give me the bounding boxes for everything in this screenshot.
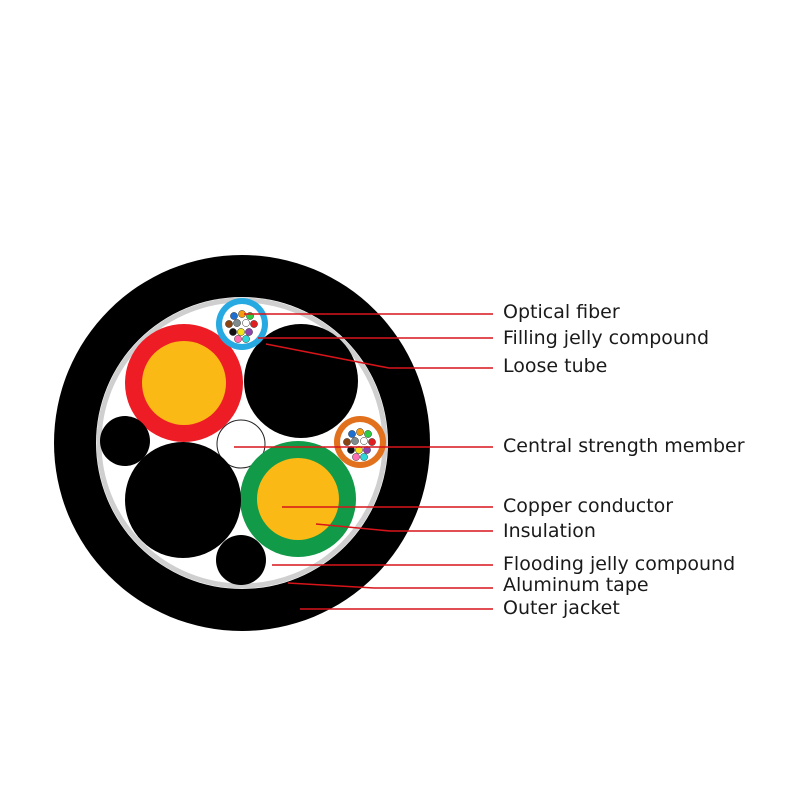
optical-fiber bbox=[352, 453, 360, 461]
label-filling-jelly-compound: Filling jelly compound bbox=[503, 327, 710, 349]
optical-fiber bbox=[229, 328, 237, 336]
optical-fiber bbox=[348, 430, 356, 438]
label-central-strength-member: Central strength member bbox=[503, 435, 745, 457]
loose-tube-blue bbox=[216, 298, 268, 350]
filler-rod-large-bottom bbox=[125, 442, 241, 558]
optical-fiber bbox=[233, 319, 241, 327]
optical-fiber bbox=[234, 335, 242, 343]
copper-conductor-top-left bbox=[142, 341, 226, 425]
filler-rod-large-top bbox=[244, 324, 358, 438]
optical-fiber bbox=[245, 328, 253, 336]
optical-fiber bbox=[364, 430, 372, 438]
leader-lines bbox=[234, 313, 493, 610]
optical-fiber bbox=[242, 335, 250, 343]
optical-fiber bbox=[343, 438, 351, 446]
filler-rod-small-bottom bbox=[216, 535, 266, 585]
label-aluminum-tape: Aluminum tape bbox=[503, 574, 649, 596]
optical-fiber bbox=[237, 328, 245, 336]
optical-fiber bbox=[356, 428, 364, 436]
leader-line-loose-tube bbox=[265, 343, 493, 369]
label-flooding-jelly-compound: Flooding jelly compound bbox=[503, 553, 736, 575]
optical-fiber bbox=[368, 438, 376, 446]
label-insulation: Insulation bbox=[503, 520, 596, 542]
leader-line-insulation bbox=[315, 523, 493, 532]
optical-fiber bbox=[225, 320, 233, 328]
label-copper-conductor: Copper conductor bbox=[503, 495, 674, 517]
optical-fiber bbox=[250, 320, 258, 328]
optical-fiber bbox=[242, 319, 250, 327]
copper-conductor-bottom-right bbox=[257, 458, 339, 540]
label-optical-fiber: Optical fiber bbox=[503, 301, 620, 323]
label-outer-jacket: Outer jacket bbox=[503, 597, 620, 619]
optical-fiber bbox=[351, 437, 359, 445]
optical-fiber bbox=[360, 453, 368, 461]
optical-fiber bbox=[230, 312, 238, 320]
optical-fiber bbox=[360, 437, 368, 445]
loose-tube-orange bbox=[334, 416, 386, 468]
filler-rod-small-left bbox=[100, 416, 150, 466]
label-loose-tube: Loose tube bbox=[503, 355, 608, 377]
central-strength-member bbox=[216, 419, 266, 469]
leader-line-aluminum-tape bbox=[287, 582, 493, 589]
